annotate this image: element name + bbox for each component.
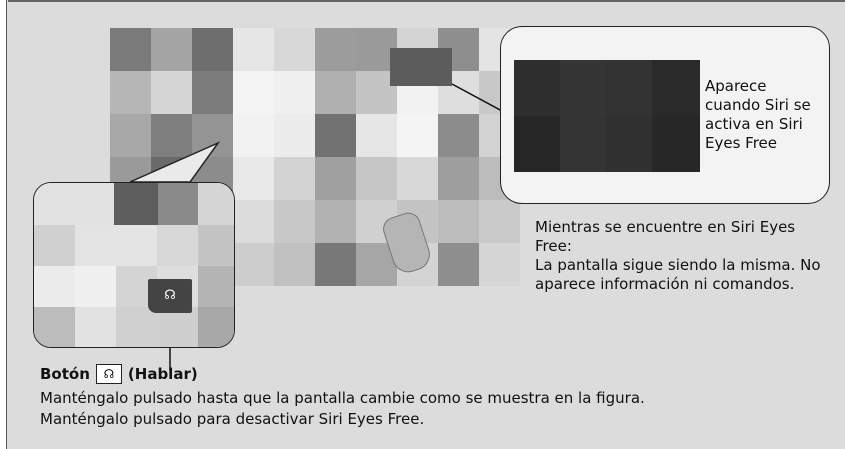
mosaic-tile bbox=[110, 71, 151, 114]
mosaic-tile bbox=[479, 200, 520, 243]
mosaic-tile bbox=[438, 114, 479, 157]
mosaic-tile bbox=[233, 200, 274, 243]
mosaic-tile bbox=[315, 28, 356, 71]
mosaic-tile bbox=[110, 28, 151, 71]
siri-screen bbox=[514, 60, 700, 172]
mosaic-tile bbox=[438, 157, 479, 200]
mosaic-tile bbox=[274, 200, 315, 243]
siri-note: Mientras se encuentre en Siri Eyes Free:… bbox=[535, 218, 835, 294]
mosaic-tile bbox=[274, 28, 315, 71]
mosaic-tile bbox=[274, 157, 315, 200]
mosaic-tile bbox=[233, 71, 274, 114]
callout-caption: Aparece cuando Siri se activa en Siri Ey… bbox=[705, 77, 811, 152]
talk-button-prefix: Botón bbox=[40, 365, 90, 383]
mosaic-tile bbox=[315, 200, 356, 243]
description-line-1: Manténgalo pulsado hasta que la pantalla… bbox=[40, 389, 645, 407]
mosaic-tile bbox=[356, 157, 397, 200]
mosaic-tile bbox=[233, 243, 274, 286]
talk-button-zoomed[interactable]: ☊ bbox=[148, 279, 192, 313]
mosaic-tile bbox=[233, 114, 274, 157]
mosaic-tile bbox=[192, 71, 233, 114]
mosaic-tile bbox=[233, 157, 274, 200]
mosaic-tile bbox=[151, 28, 192, 71]
talk-icon: ☊ bbox=[95, 364, 122, 384]
frame-top-rule bbox=[8, 0, 845, 2]
talk-button-label: Botón ☊ (Hablar) bbox=[40, 364, 198, 384]
zoom-inset bbox=[33, 182, 235, 348]
mosaic-tile bbox=[110, 114, 151, 157]
screen-indicator bbox=[390, 48, 452, 86]
zoom-pointer bbox=[129, 141, 221, 183]
mosaic-tile bbox=[438, 200, 479, 243]
mosaic-tile bbox=[438, 243, 479, 286]
talk-button-suffix: (Hablar) bbox=[127, 365, 198, 383]
mosaic-tile bbox=[192, 28, 233, 71]
mosaic-tile bbox=[356, 114, 397, 157]
talk-button-description: Manténgalo pulsado hasta que la pantalla… bbox=[40, 388, 645, 430]
note-line-2: La pantalla sigue siendo la misma. No ap… bbox=[535, 256, 821, 293]
mosaic-tile bbox=[315, 114, 356, 157]
mosaic-tile bbox=[274, 71, 315, 114]
description-line-2: Manténgalo pulsado para desactivar Siri … bbox=[40, 410, 425, 428]
mosaic-tile bbox=[315, 71, 356, 114]
mosaic-tile bbox=[274, 243, 315, 286]
note-line-1: Mientras se encuentre en Siri Eyes Free: bbox=[535, 218, 796, 255]
mosaic-tile bbox=[151, 114, 192, 157]
mosaic-tile bbox=[315, 243, 356, 286]
mosaic-tile bbox=[479, 243, 520, 286]
mosaic-tile bbox=[397, 114, 438, 157]
mosaic-tile bbox=[397, 157, 438, 200]
mosaic-tile bbox=[274, 114, 315, 157]
talk-icon: ☊ bbox=[164, 288, 176, 303]
mosaic-tile bbox=[233, 28, 274, 71]
mosaic-tile bbox=[151, 71, 192, 114]
mosaic-tile bbox=[315, 157, 356, 200]
